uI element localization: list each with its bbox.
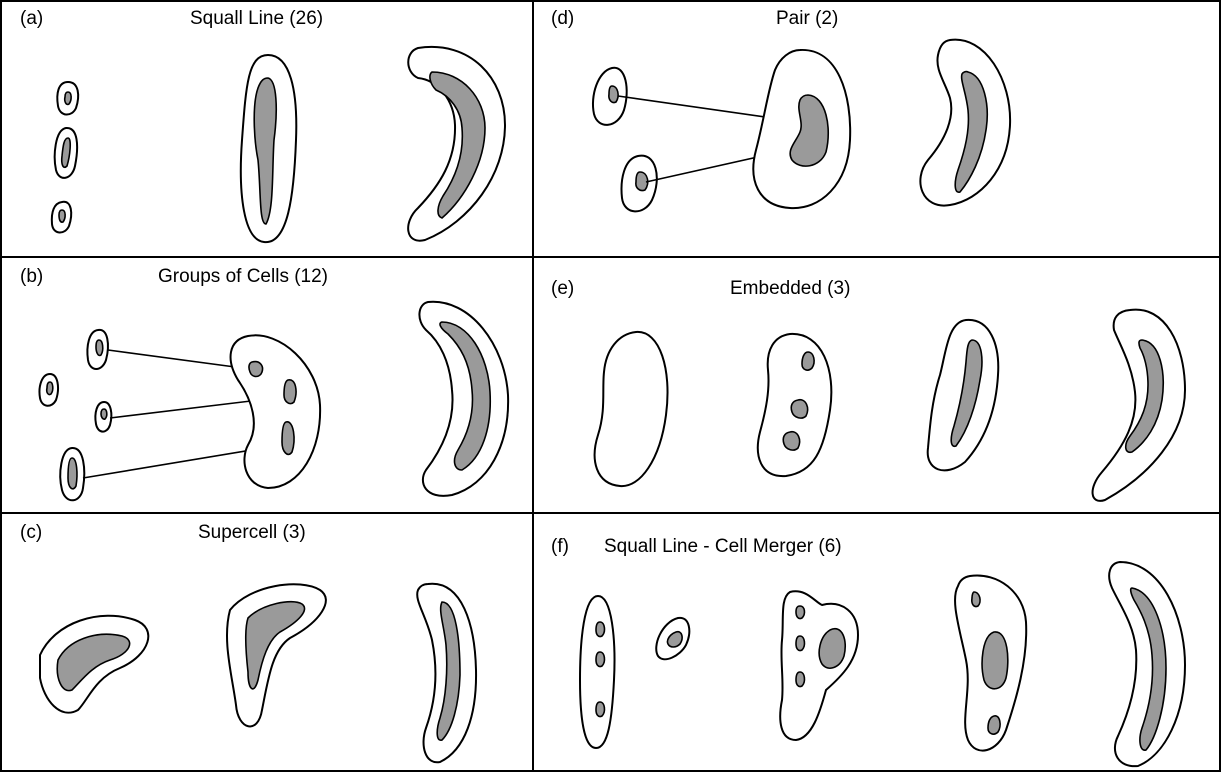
panel-d-letter: (d) <box>551 8 574 29</box>
panel-b-letter: (b) <box>20 266 43 287</box>
echo-core <box>96 340 103 355</box>
echo-core <box>596 702 604 717</box>
echo-outline <box>580 596 614 748</box>
panel-c-title: Supercell (3) <box>198 522 306 543</box>
echo-core <box>796 672 804 687</box>
echo-core <box>101 409 107 419</box>
echo-core <box>284 380 296 404</box>
panel-a-letter: (a) <box>20 8 43 29</box>
echo-core <box>47 382 53 395</box>
echo-core <box>791 400 807 418</box>
echo-core <box>249 362 263 377</box>
echo-core <box>596 652 604 667</box>
panel-d-frame <box>533 1 1220 257</box>
panel-a-title: Squall Line (26) <box>190 8 323 29</box>
panel-e-letter: (e) <box>551 278 574 299</box>
echo-core <box>609 86 618 103</box>
panel-f-title: Squall Line - Cell Merger (6) <box>604 536 842 557</box>
panel-e-title: Embedded (3) <box>730 278 850 299</box>
echo-core <box>802 352 814 370</box>
panel-a-stage-2 <box>241 55 296 242</box>
echo-core <box>68 458 77 489</box>
panel-d-title: Pair (2) <box>776 8 838 29</box>
echo-core <box>796 636 804 651</box>
echo-core <box>65 92 71 104</box>
echo-core <box>982 632 1008 689</box>
echo-core <box>596 622 604 637</box>
panel-b-title: Groups of Cells (12) <box>158 266 328 287</box>
echo-core <box>783 432 799 450</box>
panel-f-letter: (f) <box>551 536 569 557</box>
echo-core <box>282 422 294 455</box>
echo-core <box>988 716 1000 734</box>
echo-core <box>59 210 65 222</box>
panel-c-letter: (c) <box>20 522 42 543</box>
echo-core <box>796 606 804 619</box>
echo-core <box>972 592 980 607</box>
